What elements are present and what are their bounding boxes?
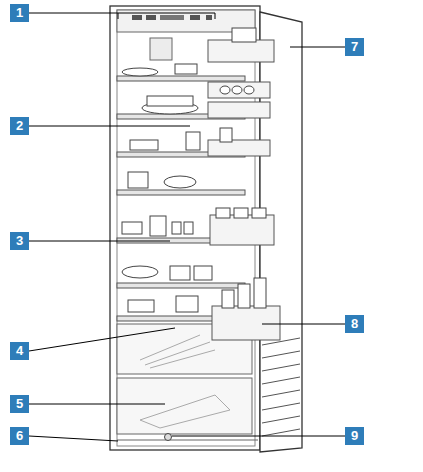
callout-number: 9 xyxy=(345,427,364,445)
callout-number: 4 xyxy=(10,342,29,360)
callout-text: 2 xyxy=(16,118,23,133)
callout-number: 8 xyxy=(345,315,364,333)
callout-number: 1 xyxy=(10,4,29,22)
callout-text: 8 xyxy=(351,316,358,331)
callout-text: 7 xyxy=(351,39,358,54)
callout-text: 5 xyxy=(16,396,23,411)
callout-number: 3 xyxy=(10,232,29,250)
callout-text: 1 xyxy=(16,5,23,20)
callout-number: 6 xyxy=(10,427,29,445)
callout-text: 6 xyxy=(16,428,23,443)
callout-number: 7 xyxy=(345,38,364,56)
callout-number: 5 xyxy=(10,395,29,413)
callout-text: 4 xyxy=(16,343,23,358)
callout-text: 3 xyxy=(16,233,23,248)
callout-text: 9 xyxy=(351,428,358,443)
callout-number: 2 xyxy=(10,117,29,135)
